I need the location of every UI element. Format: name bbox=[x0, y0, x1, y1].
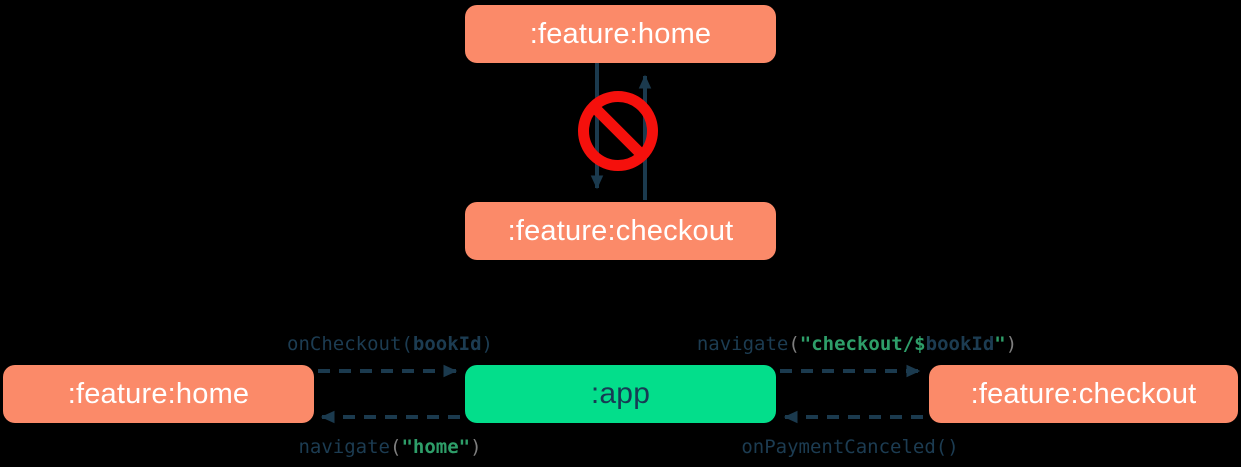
label-on-payment-canceled: onPaymentCanceled() bbox=[700, 434, 1000, 460]
feature-home-box-bottom: :feature:home bbox=[3, 365, 314, 423]
code-text: navigate bbox=[696, 333, 789, 355]
code-text: "home" bbox=[401, 436, 471, 458]
code-text: ( bbox=[389, 436, 402, 458]
feature-checkout-box-top: :feature:checkout bbox=[465, 202, 776, 260]
label-navigate-home: navigate("home") bbox=[240, 434, 540, 460]
code-text: "checkout/ bbox=[799, 333, 915, 355]
code-text: ) bbox=[1005, 333, 1018, 355]
code-text: ) bbox=[481, 333, 493, 355]
feature-home-label-top: :feature:home bbox=[529, 17, 712, 50]
code-text: ) bbox=[470, 436, 482, 458]
code-text: bookId bbox=[925, 333, 995, 355]
code-text: onCheckout( bbox=[287, 333, 413, 355]
feature-home-box-top: :feature:home bbox=[465, 5, 776, 63]
code-text: onPaymentCanceled() bbox=[741, 436, 959, 458]
label-on-checkout: onCheckout(bookId) bbox=[240, 331, 540, 357]
feature-checkout-box-bottom: :feature:checkout bbox=[929, 365, 1238, 423]
code-text: ( bbox=[788, 333, 800, 355]
label-navigate-checkout: navigate("checkout/$bookId") bbox=[682, 331, 1032, 357]
code-text: navigate bbox=[298, 436, 390, 458]
code-text: " bbox=[994, 333, 1006, 355]
app-box: :app bbox=[465, 365, 776, 423]
no-entry-icon bbox=[578, 91, 658, 171]
code-text: bookId bbox=[412, 333, 482, 355]
feature-checkout-label-bottom: :feature:checkout bbox=[970, 377, 1197, 410]
feature-checkout-label-top: :feature:checkout bbox=[507, 214, 734, 247]
app-label: :app bbox=[590, 377, 651, 410]
code-text: $ bbox=[914, 333, 926, 355]
feature-home-label-bottom: :feature:home bbox=[67, 377, 250, 410]
